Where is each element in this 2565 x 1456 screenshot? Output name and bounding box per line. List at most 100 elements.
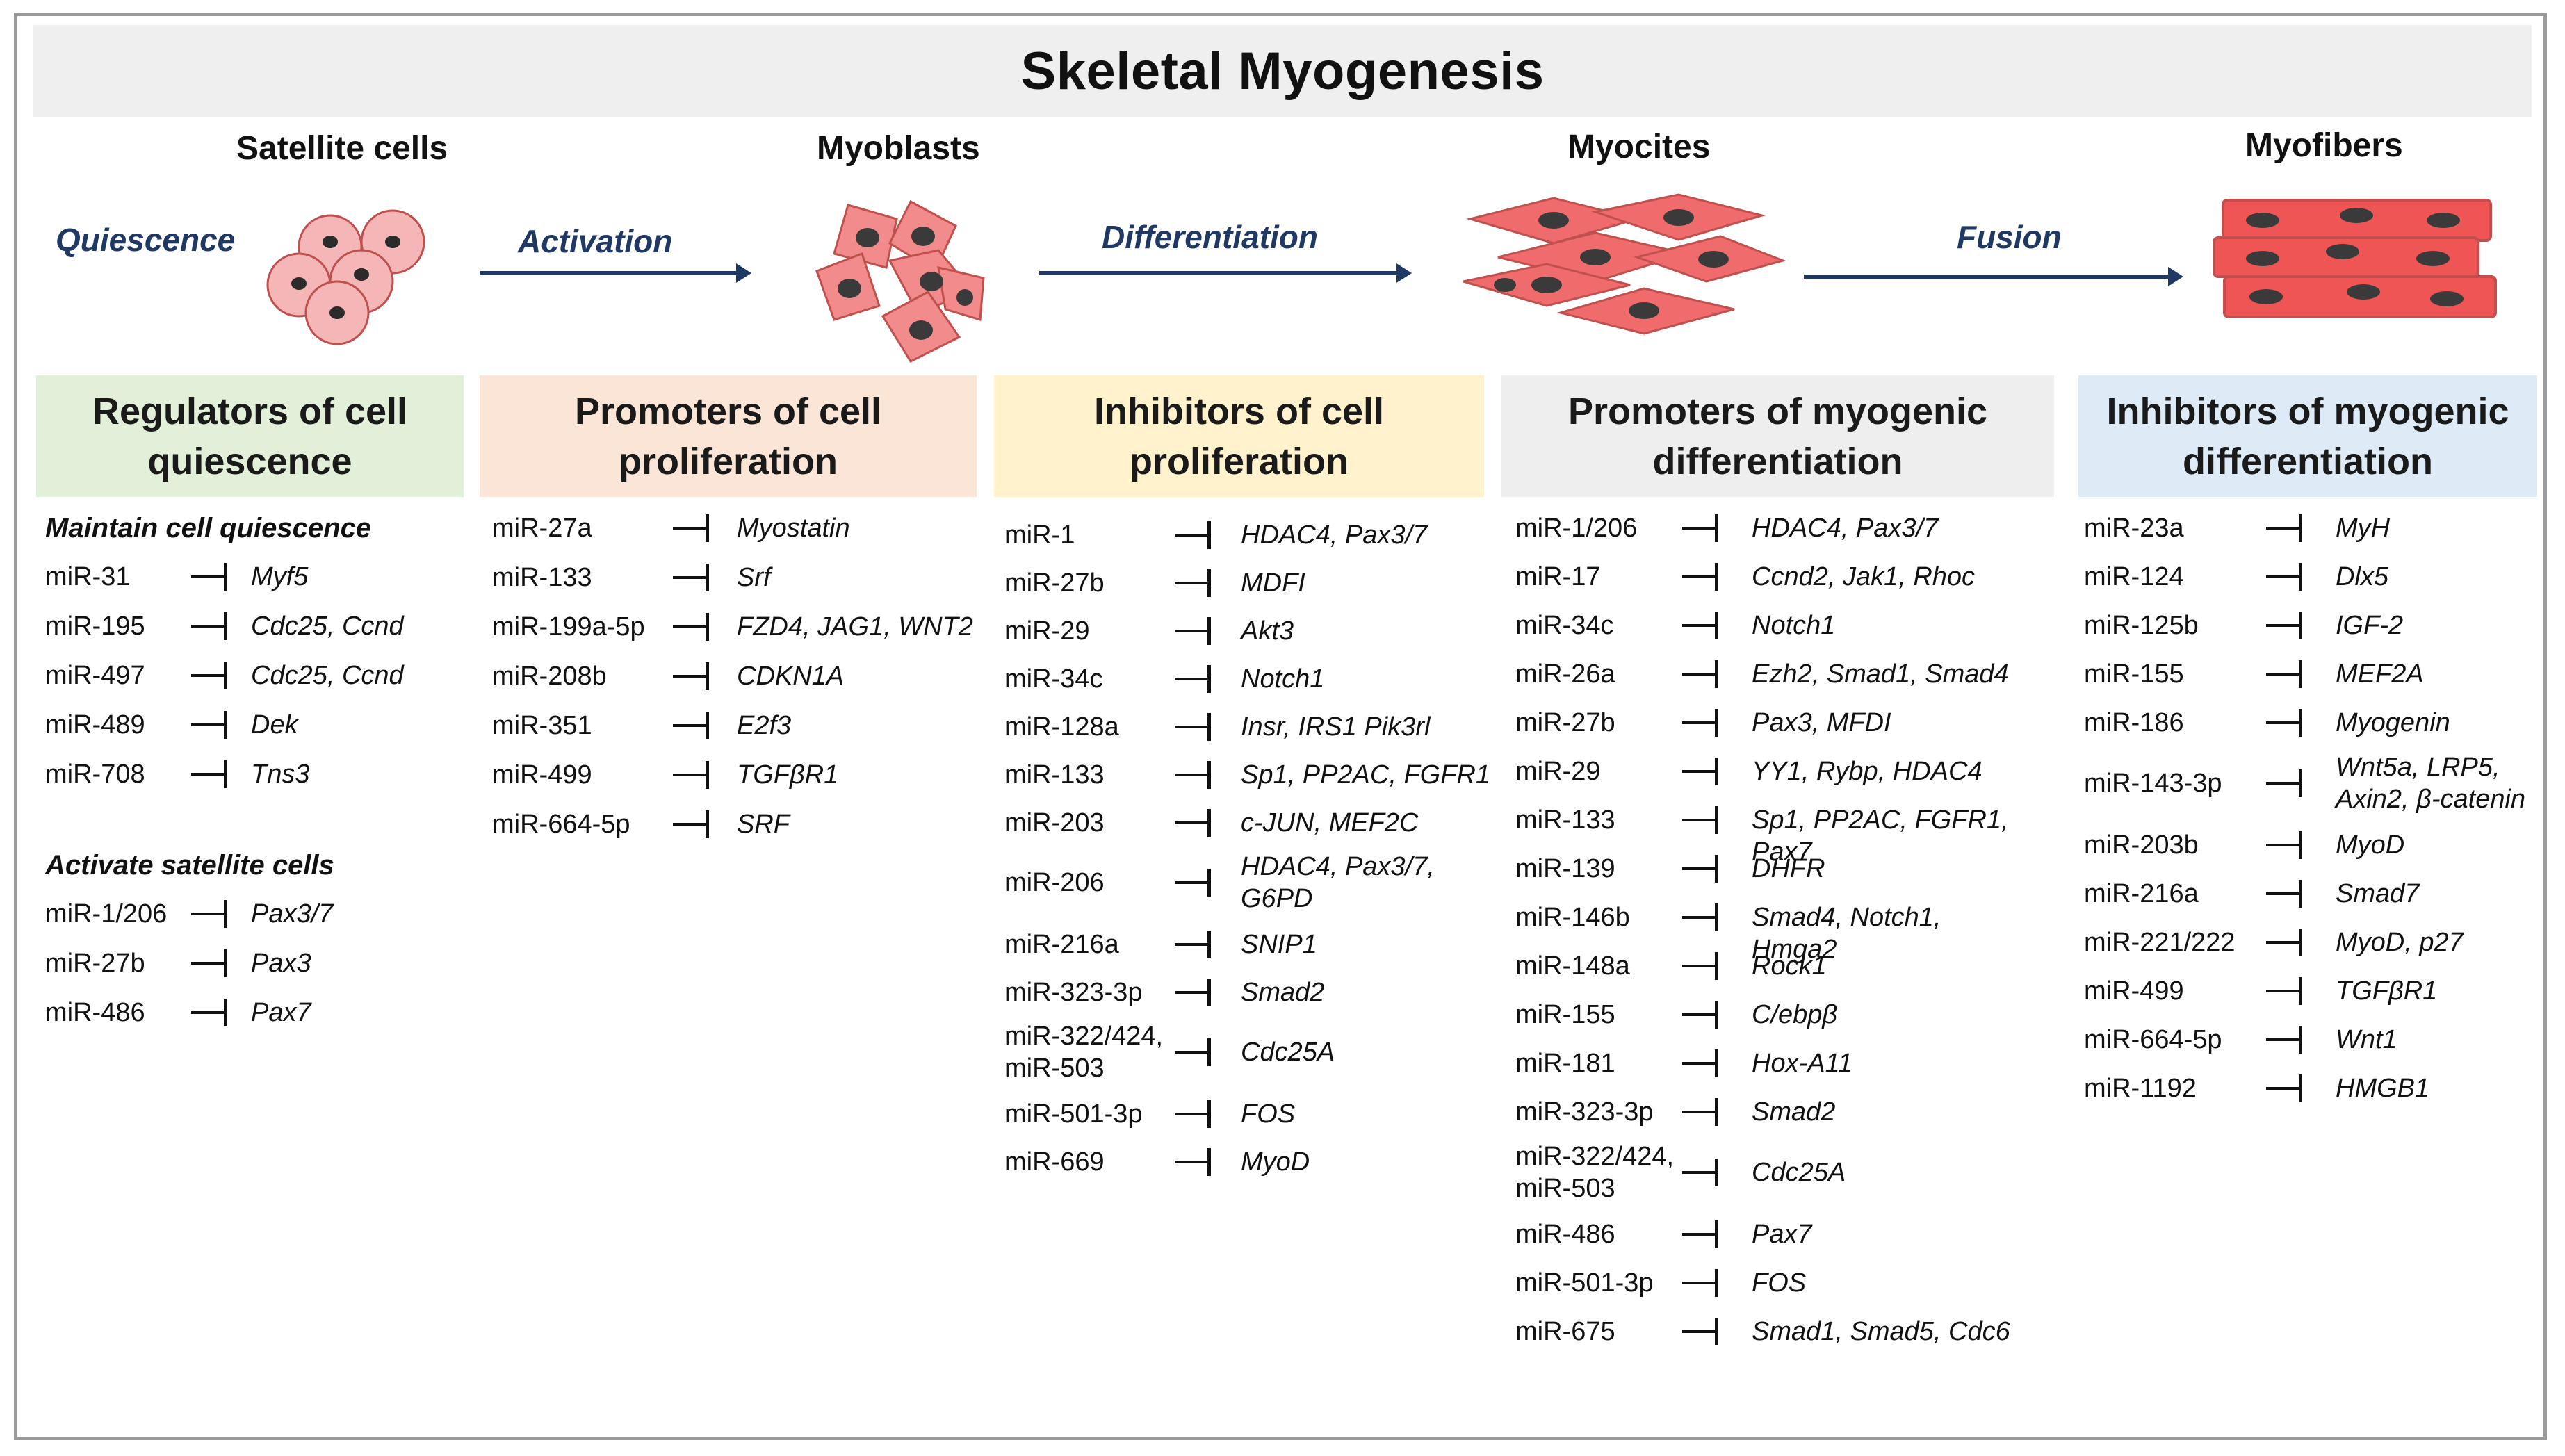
mirna-name-line: miR-497 — [45, 661, 145, 690]
inhibition-arrow-icon — [2266, 1074, 2305, 1102]
target-gene-line: MyH — [2336, 514, 2391, 543]
target-gene-line: CDKN1A — [737, 662, 845, 691]
inhibition-arrow-bar — [1207, 617, 1211, 645]
mirna-name-line: miR-124 — [2084, 562, 2184, 591]
mirna-name-line: miR-499 — [492, 760, 592, 790]
mirna-name-line: miR-143-3p — [2084, 769, 2222, 798]
mirna-name: miR-486 — [45, 997, 145, 1029]
target-gene-line: HDAC4, Pax3/7, — [1241, 852, 1435, 881]
target-gene: Ccnd2, Jak1, Rhoc — [1752, 561, 1975, 593]
inhibition-arrow-icon — [1682, 1098, 1721, 1126]
target-gene: Wnt1 — [2336, 1024, 2397, 1056]
inhibition-arrow-icon — [673, 514, 712, 542]
target-gene-line: Ezh2, Smad1, Smad4 — [1752, 660, 2009, 689]
inhibition-arrow-icon — [2266, 612, 2305, 639]
inhibition-arrow-icon — [2266, 929, 2305, 956]
inhibition-arrow-bar — [1207, 665, 1211, 693]
inhibition-arrow-shaft — [1682, 1013, 1718, 1016]
target-gene-line: Myf5 — [251, 562, 309, 591]
inhibition-arrow-shaft — [1682, 1062, 1718, 1065]
target-gene-line: Hox-A11 — [1752, 1049, 1853, 1078]
target-gene: MEF2A — [2336, 658, 2424, 690]
inhibition-arrow-icon — [1175, 809, 1214, 837]
inhibition-arrow-shaft — [1175, 1161, 1211, 1163]
mirna-name: miR-1/206 — [1515, 512, 1637, 544]
inhibition-arrow-shaft — [191, 773, 227, 776]
target-gene: Smad2 — [1241, 976, 1324, 1008]
inhibition-arrow-icon — [1682, 855, 1721, 883]
target-gene-line: c-JUN, MEF2C — [1241, 808, 1419, 837]
inhibition-arrow-shaft — [673, 724, 709, 727]
target-gene-line: Wnt5a, LRP5, — [2336, 753, 2500, 782]
mirna-name: miR-501-3p — [1515, 1267, 1654, 1299]
target-gene: CDKN1A — [737, 660, 844, 692]
mirna-name-line: miR-503 — [1515, 1174, 1615, 1203]
target-gene-line: MyoD — [1241, 1147, 1310, 1177]
inhibition-arrow-shaft — [2266, 527, 2302, 530]
inhibition-arrow-bar — [1715, 952, 1718, 980]
inhibition-arrow-shaft — [1682, 721, 1718, 724]
inhibition-arrow-shaft — [2266, 844, 2302, 846]
inhibition-arrow-icon — [191, 760, 230, 788]
target-gene: Dlx5 — [2336, 561, 2388, 593]
target-gene-line: SNIP1 — [1241, 930, 1317, 959]
inhibition-arrow-bar — [1715, 563, 1718, 591]
target-gene-line: FOS — [1241, 1099, 1296, 1129]
inhibition-arrow-icon — [1682, 1049, 1721, 1077]
mirna-name: miR-1 — [1004, 519, 1075, 551]
target-gene: FOS — [1241, 1098, 1295, 1130]
inhibition-arrow-shaft — [673, 823, 709, 826]
target-gene: SRF — [737, 808, 790, 840]
mirna-name: miR-124 — [2084, 561, 2184, 593]
target-gene: HDAC4, Pax3/7,G6PD — [1241, 851, 1435, 915]
mirna-name-line: miR-155 — [2084, 660, 2184, 689]
inhibition-arrow-bar — [706, 564, 709, 591]
inhibition-arrow-shaft — [2266, 990, 2302, 992]
inhibition-arrow-shaft — [2266, 892, 2302, 895]
mirna-name-line: miR-155 — [1515, 1000, 1615, 1029]
target-gene: Akt3 — [1241, 615, 1294, 647]
mirna-row: miR-155 C/ebpβ — [1515, 992, 2016, 1037]
target-gene: C/ebpβ — [1752, 999, 1837, 1031]
mirna-name-line: miR-27b — [1004, 569, 1105, 598]
inhibition-arrow-icon — [191, 900, 230, 928]
target-gene: Cdc25, Ccnd — [251, 610, 404, 642]
mirna-name-line: miR-216a — [2084, 879, 2199, 908]
target-gene-line: FOS — [1752, 1268, 1807, 1298]
target-gene-line: Pax3/7 — [251, 899, 334, 929]
target-gene: Smad2 — [1752, 1096, 1835, 1128]
inhibition-arrow-bar — [1207, 521, 1211, 549]
mirna-name: miR-146b — [1515, 901, 1630, 933]
target-gene-line: Notch1 — [1241, 664, 1325, 694]
target-gene-line: FZD4, JAG1, WNT2 — [737, 612, 973, 641]
mirna-name: miR-125b — [2084, 610, 2199, 641]
mirna-name-line: miR-133 — [1004, 760, 1105, 790]
inhibition-arrow-bar — [1207, 1038, 1211, 1066]
mirna-name-line: miR-34c — [1515, 611, 1614, 640]
inhibition-arrow-shaft — [1175, 582, 1211, 584]
inhibition-arrow-shaft — [1175, 1051, 1211, 1054]
target-gene-line: Cdc25, Ccnd — [251, 612, 404, 641]
inhibition-arrow-bar — [706, 662, 709, 690]
target-gene: SNIP1 — [1241, 929, 1317, 960]
inhibition-arrow-icon — [2266, 660, 2305, 688]
mirna-name-line: miR-31 — [45, 562, 131, 591]
inhibition-arrow-bar — [1715, 709, 1718, 737]
inhibition-arrow-icon — [1682, 1318, 1721, 1345]
mirna-name: miR-489 — [45, 709, 145, 741]
mirna-name: miR-203 — [1004, 807, 1105, 839]
